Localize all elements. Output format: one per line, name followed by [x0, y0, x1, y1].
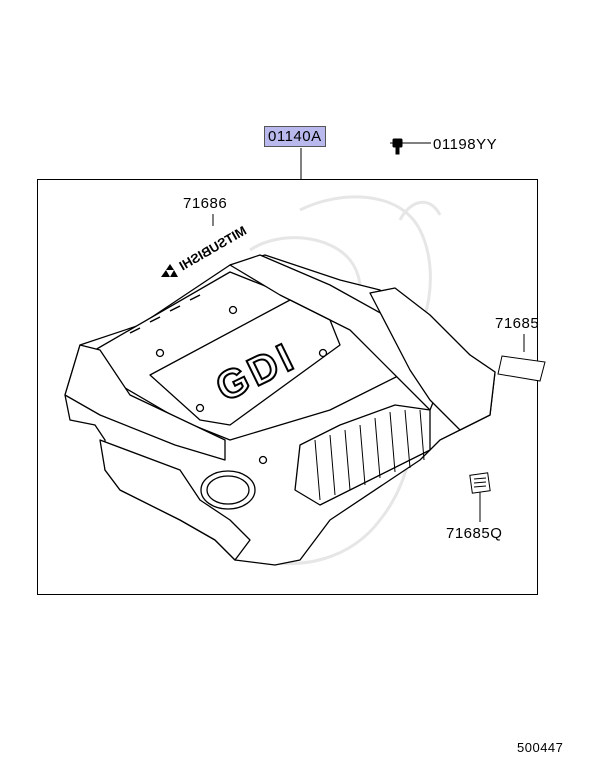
small-label-part-number-label[interactable]: 71685Q	[446, 525, 503, 542]
label-part-number-label[interactable]: 71685	[495, 315, 540, 332]
label-plate[interactable]	[497, 355, 546, 382]
small-label-plate[interactable]	[469, 472, 491, 494]
bolt-icon	[390, 138, 403, 155]
emblem-logo-icon	[161, 264, 178, 277]
engine-cover[interactable]	[64, 254, 496, 566]
assembly-frame	[37, 179, 538, 595]
vent-slots	[129, 294, 201, 334]
bolt-part-number-label[interactable]: 01198YY	[433, 136, 498, 153]
air-channel-ribs	[314, 409, 425, 501]
emblem-part-number-label[interactable]: 71686	[183, 195, 228, 212]
diagram-code: 500447	[517, 740, 564, 755]
main-part-number-label[interactable]: 01140A	[264, 126, 326, 147]
